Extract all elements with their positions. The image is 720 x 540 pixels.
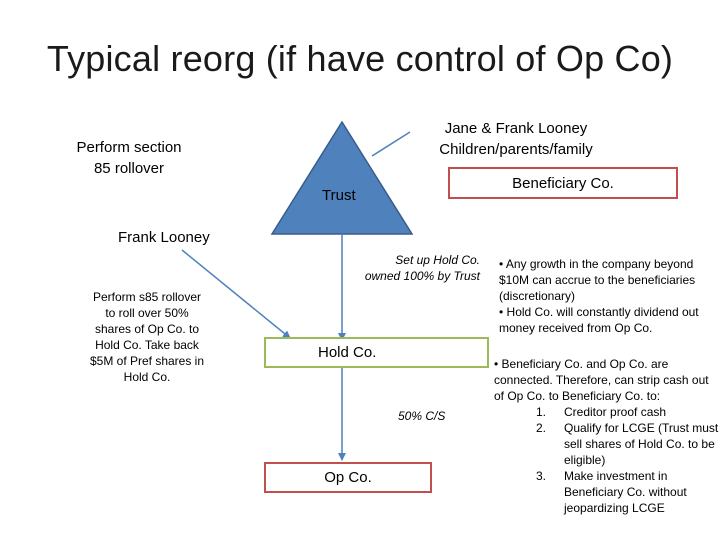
holdco-setup-line: owned 100% by Trust	[364, 269, 480, 283]
jane-frank-connector	[371, 131, 411, 157]
numbered-item: 2. Qualify for LCGE (Trust must sell sha…	[494, 420, 720, 468]
frank-to-holdco-connector	[181, 249, 291, 339]
bullet-item: • Any growth in the company beyond $10M …	[499, 257, 696, 303]
frank-rollover-line: shares of Op Co. to	[94, 322, 200, 336]
section-85-note-line: 85 rollover	[93, 160, 165, 177]
hold-co-label: Hold Co.	[318, 344, 377, 361]
connected-intro: • Beneficiary Co. and Op Co. are connect…	[494, 357, 709, 403]
jane-frank-line: Children/parents/family	[439, 141, 593, 158]
section-85-note-line: Perform section	[76, 139, 182, 156]
numbered-item: 3. Make investment in Beneficiary Co. wi…	[494, 468, 720, 516]
beneficiary-co-box: Beneficiary Co.	[448, 167, 678, 199]
trust-triangle	[270, 120, 414, 235]
numbered-item-num: 3.	[536, 469, 547, 483]
op-co-box: Op Co.	[264, 462, 432, 493]
slide-title: Typical reorg (if have control of Op Co)	[46, 38, 674, 79]
frank-rollover-note: Perform s85 rollover to roll over 50% sh…	[82, 289, 212, 385]
frank-rollover-line: to roll over 50%	[105, 306, 189, 320]
frank-rollover-line: Perform s85 rollover	[92, 290, 202, 304]
frank-rollover-line: $5M of Pref shares in	[89, 354, 205, 368]
numbered-item-text: Qualify for LCGE (Trust must sell shares…	[564, 421, 719, 467]
numbered-item-text: Creditor proof cash	[564, 405, 667, 419]
growth-bullets: • Any growth in the company beyond $10M …	[499, 256, 709, 336]
holdco-setup-note: Set up Hold Co. owned 100% by Trust	[346, 252, 480, 284]
frank-rollover-line: Hold Co.	[123, 370, 171, 384]
frank-rollover-line: Hold Co. Take back	[95, 338, 199, 352]
frank-looney-label: Frank Looney	[118, 229, 210, 246]
hold-co-box: Hold Co.	[264, 337, 489, 368]
cs-note: 50% C/S	[398, 409, 446, 423]
section-85-note: Perform section 85 rollover	[70, 137, 188, 179]
trust-label: Trust	[322, 187, 356, 204]
jane-frank-line: Jane & Frank Looney	[444, 120, 588, 137]
op-co-label: Op Co.	[324, 469, 372, 486]
connected-bullets: • Beneficiary Co. and Op Co. are connect…	[494, 356, 720, 516]
beneficiary-co-label: Beneficiary Co.	[512, 174, 614, 192]
numbered-item-num: 2.	[536, 421, 547, 435]
numbered-item: 1. Creditor proof cash	[494, 404, 720, 420]
holdco-setup-line: Set up Hold Co.	[395, 253, 480, 267]
jane-frank-label: Jane & Frank Looney Children/parents/fam…	[400, 118, 632, 160]
numbered-item-num: 1.	[536, 405, 547, 419]
numbered-item-text: Make investment in Beneficiary Co. witho…	[564, 469, 687, 515]
bullet-item: • Hold Co. will constantly dividend out …	[499, 305, 699, 335]
